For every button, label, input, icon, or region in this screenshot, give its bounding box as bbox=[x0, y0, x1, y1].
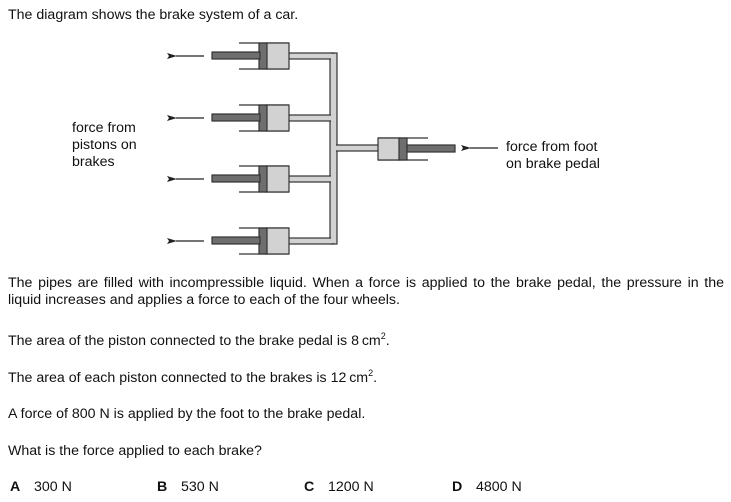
option-d-text: 4800 N bbox=[476, 479, 522, 495]
option-a[interactable]: A 300 N bbox=[10, 478, 72, 496]
cylinder-liquid bbox=[265, 104, 290, 132]
brake-force-label-line-3: brakes bbox=[72, 154, 115, 170]
piston-rod bbox=[211, 174, 261, 183]
brake-force-label-line-2: pistons on bbox=[72, 137, 137, 153]
brake-force-label-line-1: force from bbox=[72, 120, 136, 136]
pedal-pipe bbox=[333, 144, 381, 152]
pedal-area-prefix: The area of the piston connected to the … bbox=[8, 333, 352, 349]
pedal-force-label: force from foot on brake pedal bbox=[506, 139, 600, 173]
option-c-text: 1200 N bbox=[328, 479, 374, 495]
pedal-force-label-line-2: on brake pedal bbox=[506, 156, 600, 172]
pedal-piston-head bbox=[398, 137, 408, 161]
option-d-letter: D bbox=[452, 479, 463, 495]
pedal-area-suffix: . bbox=[385, 333, 390, 349]
brake-area-prefix: The area of each piston connected to the… bbox=[8, 370, 331, 386]
piston-rod bbox=[211, 51, 261, 60]
option-a-text: 300 N bbox=[34, 479, 72, 495]
brake-piston-1 bbox=[167, 42, 290, 70]
pedal-cylinder-liquid bbox=[377, 137, 401, 161]
brake-piston-2 bbox=[167, 104, 290, 132]
pedal-force-label-line-1: force from foot bbox=[506, 139, 598, 155]
pipe-network bbox=[287, 52, 381, 245]
option-a-letter: A bbox=[10, 479, 21, 495]
pedal-area-statement: The area of the piston connected to the … bbox=[8, 332, 390, 350]
option-c-letter: C bbox=[304, 479, 315, 495]
question-text: What is the force applied to each brake? bbox=[8, 443, 262, 459]
option-b[interactable]: B 530 N bbox=[157, 478, 219, 496]
brake-force-label: force from pistons on brakes bbox=[72, 120, 137, 171]
branch-pipe-3 bbox=[287, 175, 334, 183]
description-paragraph: The pipes are filled with incompressible… bbox=[8, 275, 724, 308]
option-b-letter: B bbox=[157, 479, 168, 495]
pedal-area-value: 8 bbox=[351, 333, 359, 349]
brake-area-power: 2 bbox=[368, 368, 374, 378]
branch-pipe-1 bbox=[287, 52, 334, 60]
brake-area-suffix: . bbox=[373, 370, 378, 386]
pedal-piston bbox=[377, 137, 456, 161]
pedal-piston-rod bbox=[406, 144, 456, 153]
intro-text: The diagram shows the brake system of a … bbox=[8, 7, 299, 23]
brake-piston-4 bbox=[167, 227, 290, 255]
piston-rod bbox=[211, 113, 261, 122]
cylinder-liquid bbox=[265, 165, 290, 193]
brake-system-diagram bbox=[167, 42, 498, 255]
piston-rod bbox=[211, 236, 261, 245]
force-statement: A force of 800 N is applied by the foot … bbox=[8, 406, 366, 422]
branch-pipe-2 bbox=[287, 114, 334, 122]
pedal-area-unit: cm bbox=[361, 333, 381, 349]
brake-area-unit: cm bbox=[349, 370, 369, 386]
brake-area-value: 12 bbox=[330, 370, 347, 386]
option-b-text: 530 N bbox=[181, 479, 219, 495]
branch-pipe-4 bbox=[287, 237, 334, 245]
brake-piston-3 bbox=[167, 165, 290, 193]
option-d[interactable]: D 4800 N bbox=[452, 478, 522, 496]
cylinder-liquid bbox=[265, 42, 290, 70]
cylinder-liquid bbox=[265, 227, 290, 255]
pedal-area-power: 2 bbox=[380, 331, 386, 341]
brake-area-statement: The area of each piston connected to the… bbox=[8, 369, 377, 387]
option-c[interactable]: C 1200 N bbox=[304, 478, 374, 496]
